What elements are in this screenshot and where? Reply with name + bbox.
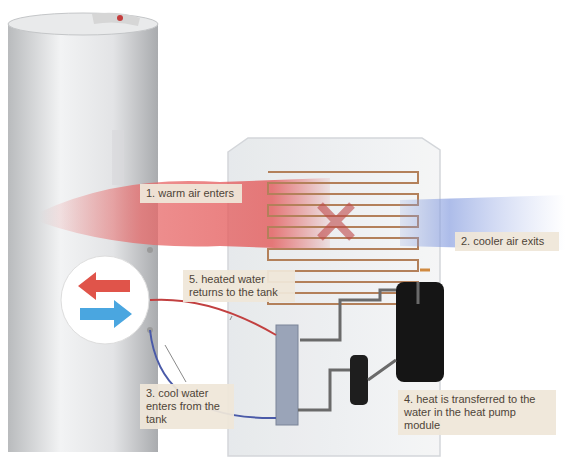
callout-box: 1. warm air enters — [140, 184, 242, 203]
callout-box: 5. heated water returns to the tank — [183, 270, 295, 302]
callout-box: 3. cool water enters from the tank — [140, 384, 234, 429]
callout-text: 1. warm air enters — [146, 187, 236, 200]
callout-box: 2. cooler air exits — [455, 232, 559, 251]
callout-text: 3. cool water enters from the tank — [146, 387, 228, 426]
callout-box: 4. heat is transferred to the water in t… — [398, 390, 556, 435]
callout-text: 5. heated water returns to the tank — [189, 273, 289, 299]
callout-text: 2. cooler air exits — [461, 235, 553, 248]
callout-text: 4. heat is transferred to the water in t… — [404, 393, 550, 432]
